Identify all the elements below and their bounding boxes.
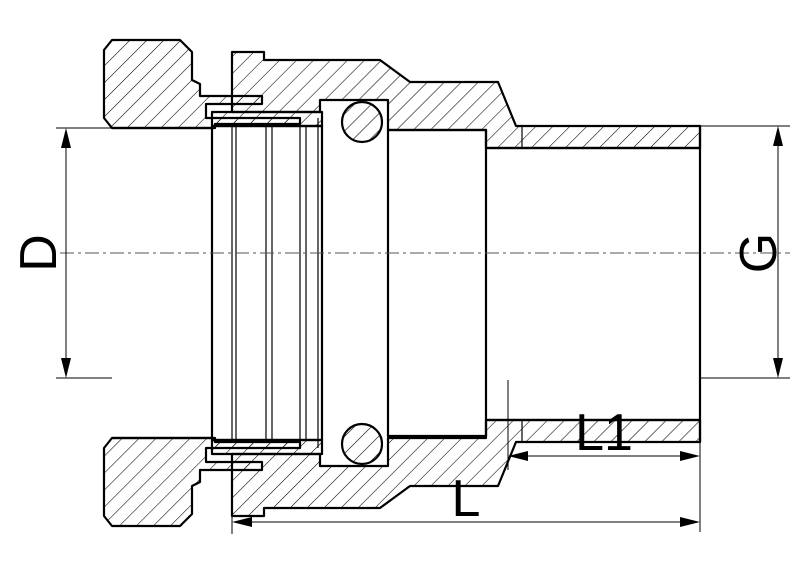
label-d: D (10, 234, 68, 272)
o-ring-top (340, 100, 384, 144)
dimension-l1 (507, 380, 701, 532)
body-section-top (230, 50, 702, 150)
bore-outline (110, 124, 702, 444)
insert-sleeve-bottom (210, 438, 324, 456)
label-g: G (730, 233, 788, 273)
label-l: L (452, 470, 481, 528)
label-l1: L1 (575, 404, 633, 462)
dimension-l (231, 454, 700, 534)
grip-ring-inner (210, 124, 324, 442)
nut-section-top (102, 38, 302, 130)
insert-sleeve-top (210, 110, 324, 128)
nut-section-bottom (102, 436, 302, 528)
o-ring-bottom (340, 422, 384, 466)
dimension-g (700, 125, 790, 379)
grip-ring-assembly (210, 110, 324, 456)
dimension-d (56, 127, 112, 379)
